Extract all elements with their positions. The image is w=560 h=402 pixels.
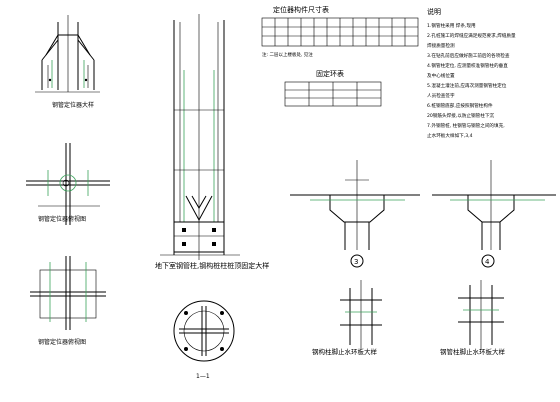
- notes-line: 5.混凝土灌注前,应再次测量钢管柱定位: [427, 82, 507, 89]
- detail-4-marker: 4: [485, 258, 490, 266]
- positioner-elevation-detail: [35, 15, 100, 93]
- waterstop-detail-2: [458, 280, 504, 350]
- caption-section-1-1: 1—1: [196, 373, 210, 380]
- positioner-table-title: 定位器构件尺寸表: [273, 5, 329, 14]
- notes-line: 20钢筋头焊接,以防止钢管柱下沉: [427, 112, 494, 119]
- waterstop-detail-1: [340, 280, 382, 350]
- notes-line: 6.桩钢管底部,应按照钢管柱构件: [427, 102, 493, 109]
- ring-table: [284, 81, 382, 107]
- section-1-1: [173, 300, 235, 362]
- positioner-plan-detail-1: [26, 143, 110, 225]
- notes-line: 2.孔桩施工的焊缝应满足规范要求,焊缝质量: [427, 32, 516, 39]
- caption-fig2: 钢管定位器俯视图: [38, 215, 86, 223]
- notes-line: 7.外钢管桩, 柱钢管与钢管之间的填充,: [427, 122, 505, 129]
- caption-fig3: 钢管定位器俯视图: [38, 338, 86, 346]
- pile-column-elevation: [160, 14, 240, 260]
- notes-line: 人员检查签字: [427, 92, 455, 99]
- notes-line: 1.钢管柱采用 焊条,现用: [427, 22, 476, 29]
- caption-waterstop-2: 钢管柱脚止水环板大样: [440, 347, 506, 356]
- positioner-plan-detail-2: [30, 256, 106, 330]
- positioner-table-note: 注: 二层以上楼板处, 见注: [262, 51, 313, 58]
- caption-main-elevation: 地下室钢管柱,钢构桩柱桩顶固定大样: [155, 261, 269, 270]
- notes-line: 焊接质量检测: [427, 42, 455, 49]
- notes-block: 说明 1.钢管柱采用 焊条,现用 2.孔桩施工的焊缝应满足规范要求,焊缝质量 焊…: [427, 7, 516, 139]
- notes-line: 3.在钻孔前后应做好施工前后的各项检查: [427, 52, 510, 59]
- detail-3: [290, 160, 420, 268]
- positioner-table: [261, 17, 419, 47]
- caption-fig1: 钢管定位器大样: [52, 101, 94, 109]
- notes-line: 4.钢管柱定位, 应测量校准钢管柱的垂直: [427, 62, 508, 69]
- detail-4: [432, 160, 556, 268]
- ring-table-title: 固定环表: [316, 69, 344, 78]
- detail-3-marker: 3: [354, 258, 358, 266]
- notes-line: 及中心线位置: [427, 72, 455, 79]
- caption-waterstop-1: 钢构柱脚止水环板大样: [312, 347, 378, 356]
- notes-line: 止水环板大样如下,3,4: [427, 132, 473, 139]
- notes-title: 说明: [427, 7, 441, 16]
